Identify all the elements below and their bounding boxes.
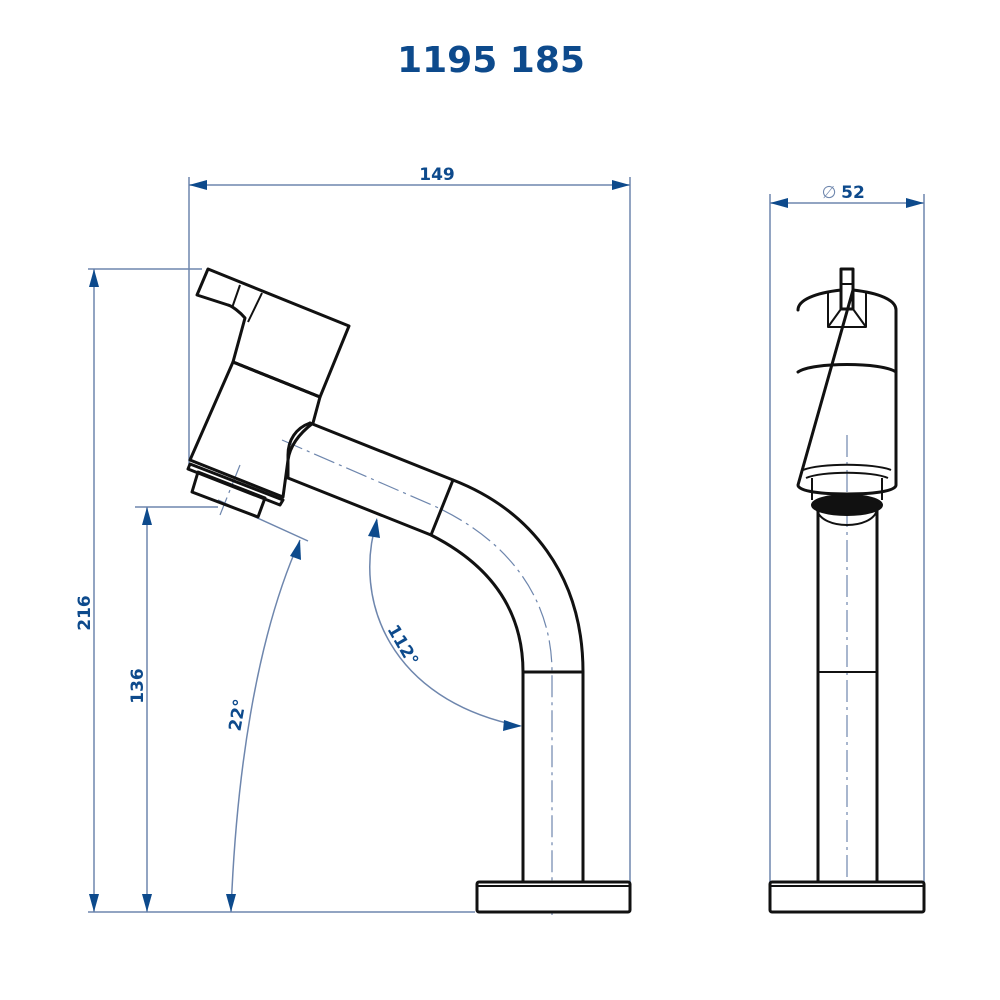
base-plate [475, 880, 632, 914]
arrow-right-icon [612, 180, 630, 190]
front-tube [816, 503, 879, 885]
arrow-icon [290, 540, 301, 560]
spout-centerline [281, 439, 553, 915]
diameter-symbol-icon: ∅ [822, 183, 837, 203]
aerator [811, 478, 883, 526]
drawing-title: 1195 185 [397, 40, 585, 81]
arrow-icon [368, 518, 380, 538]
front-view: ∅ 52 [768, 183, 926, 915]
dimension-label-diameter: 52 [841, 183, 865, 203]
arrow-right-icon [906, 198, 924, 208]
arrow-down-icon [142, 894, 152, 912]
side-view: 149 216 136 22° 112° [75, 165, 632, 915]
dimension-height-136: 136 [128, 507, 152, 912]
body-cylinder [796, 288, 898, 496]
arrow-left-icon [189, 180, 207, 190]
arrow-down-icon [89, 894, 99, 912]
dimension-angle-22: 22° [217, 499, 309, 913]
arrow-up-icon [89, 269, 99, 287]
dimension-label-height: 216 [75, 595, 95, 631]
spout-tube [286, 421, 585, 885]
dimension-height-216: 216 [75, 269, 99, 912]
dimension-label-width: 149 [419, 165, 455, 185]
arrow-up-icon [142, 507, 152, 525]
arrow-icon [503, 720, 522, 731]
front-base-plate [768, 880, 926, 914]
dimension-label-spout-angle: 22° [225, 698, 250, 733]
arrow-down-icon [226, 894, 236, 912]
tap-body [186, 267, 351, 519]
dimension-label-bend-angle: 112° [383, 621, 422, 669]
dimension-diameter-52: ∅ 52 [770, 183, 924, 208]
dimension-angle-112: 112° [368, 518, 522, 731]
dimension-width-149: 149 [189, 165, 630, 190]
outlet-centerline [219, 464, 241, 516]
lever-handle [827, 267, 867, 328]
dimension-label-spout-height: 136 [128, 668, 148, 704]
arrow-left-icon [770, 198, 788, 208]
